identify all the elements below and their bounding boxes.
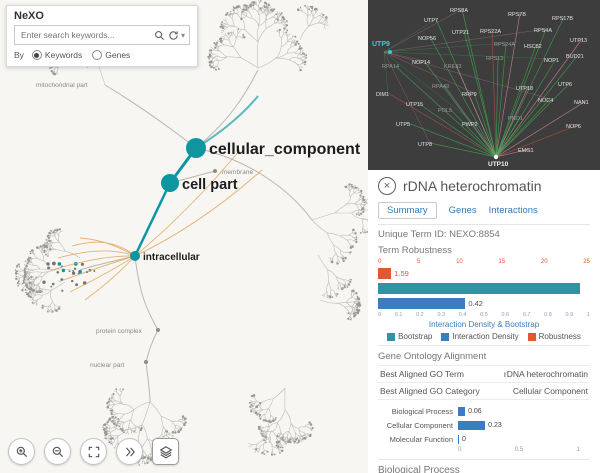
tree-node-label-cellular_component[interactable]: cellular_component bbox=[209, 141, 361, 158]
robustness-bar-robustness: 1.59 bbox=[378, 266, 590, 280]
network-node-EMG1[interactable]: EMG1 bbox=[518, 148, 534, 154]
robustness-axis-caption: Interaction Density & Bootstrap bbox=[428, 320, 540, 329]
robustness-legend: Bootstrap Interaction Density Robustness bbox=[378, 332, 590, 341]
network-node-RPS8A[interactable]: RPS8A bbox=[450, 8, 468, 14]
expand-nodes-button[interactable] bbox=[116, 438, 143, 465]
network-node-UTP8[interactable]: UTP8 bbox=[418, 142, 432, 148]
detail-header: × rDNA heterochromatin bbox=[378, 177, 590, 195]
chevron-down-icon[interactable]: ▾ bbox=[180, 30, 185, 40]
network-node-BUD21[interactable]: BUD21 bbox=[566, 54, 584, 60]
legend-bootstrap: Bootstrap bbox=[387, 332, 432, 341]
network-node-UTP21[interactable]: UTP21 bbox=[452, 30, 469, 36]
network-node-RPS13[interactable]: RPS13 bbox=[486, 56, 503, 62]
network-node-UTP7[interactable]: UTP7 bbox=[424, 18, 438, 24]
search-icon[interactable] bbox=[154, 30, 165, 41]
network-node-NAN1[interactable]: NAN1 bbox=[574, 100, 589, 106]
term-robustness-label: Term Robustness bbox=[378, 245, 452, 256]
go-alignment-label: Gene Ontology Alignment bbox=[378, 345, 590, 362]
network-node-UTP15[interactable]: UTP15 bbox=[406, 102, 423, 108]
tree-small-label: nuclear part bbox=[90, 362, 125, 369]
network-node-RPA14[interactable]: RPA14 bbox=[382, 64, 399, 70]
tree-node-cellular_component[interactable] bbox=[186, 138, 206, 158]
network-node-NOP14[interactable]: NOP14 bbox=[412, 60, 430, 66]
tree-node-label-intracellular[interactable]: intracellular bbox=[143, 252, 200, 263]
search-by-label: By bbox=[14, 50, 24, 60]
zoom-in-button[interactable] bbox=[8, 438, 35, 465]
divider bbox=[378, 224, 590, 225]
network-node-RPS7B[interactable]: RPS7B bbox=[508, 12, 526, 18]
network-node-DIM1[interactable]: DIM1 bbox=[376, 92, 389, 98]
network-node-HSC82[interactable]: HSC82 bbox=[524, 44, 542, 50]
tree-node-cell_part[interactable] bbox=[161, 174, 179, 192]
go-alignment-table: Best Aligned GO Term rDNA heterochromati… bbox=[378, 365, 590, 400]
robustness-bar-bootstrap bbox=[378, 281, 590, 295]
network-node-PNO1[interactable]: PNO1 bbox=[508, 116, 523, 122]
reset-icon[interactable] bbox=[168, 30, 179, 41]
tab-genes[interactable]: Genes bbox=[448, 205, 477, 216]
network-node-UTP5[interactable]: UTP5 bbox=[396, 122, 410, 128]
term-detail-panel: × rDNA heterochromatin Summary Genes Int… bbox=[368, 170, 600, 473]
tree-node-intracellular[interactable] bbox=[130, 251, 140, 261]
table-row: Best Aligned GO Term rDNA heterochromati… bbox=[378, 365, 590, 383]
network-node-POL5[interactable]: POL5 bbox=[438, 108, 452, 114]
robustness-bars: 1.59 0.42 bbox=[378, 266, 590, 310]
tree-small-label: membrane bbox=[222, 169, 253, 176]
network-node-RPA49[interactable]: RPA49 bbox=[432, 84, 449, 90]
network-node-RRP9[interactable]: RRP9 bbox=[462, 92, 477, 98]
search-by-row: By Keywords Genes bbox=[14, 50, 190, 60]
network-node-NOP56[interactable]: NOP56 bbox=[418, 36, 436, 42]
search-input-row: ▾ bbox=[14, 25, 190, 45]
network-node-NOP1[interactable]: NOP1 bbox=[544, 58, 559, 64]
search-by-option-keywords[interactable]: Keywords bbox=[31, 50, 82, 60]
tab-summary[interactable]: Summary bbox=[378, 202, 437, 219]
network-node-RPS24A[interactable]: RPS24A bbox=[494, 42, 515, 48]
detail-tabs: Summary Genes Interactions bbox=[378, 202, 590, 219]
legend-interaction-density: Interaction Density bbox=[441, 332, 519, 341]
search-input[interactable] bbox=[19, 29, 151, 41]
network-node-KRE33[interactable]: KRE33 bbox=[444, 64, 461, 70]
network-node-RPS4A[interactable]: RPS4A bbox=[534, 28, 552, 34]
biological-process-label: Biological Process bbox=[378, 459, 590, 473]
fit-view-button[interactable] bbox=[80, 438, 107, 465]
network-node-UTP18[interactable]: UTP18 bbox=[516, 86, 533, 92]
close-icon[interactable]: × bbox=[378, 177, 396, 195]
network-node-UTP13[interactable]: UTP13 bbox=[570, 38, 587, 44]
radio-icon[interactable] bbox=[31, 50, 42, 60]
network-node-RPS17B[interactable]: RPS17B bbox=[552, 16, 573, 22]
term-title: rDNA heterochromatin bbox=[403, 178, 542, 194]
search-panel: NeXO ▾ By Keywords Genes bbox=[6, 5, 198, 67]
tab-interactions[interactable]: Interactions bbox=[488, 205, 538, 216]
table-row: Best Aligned GO Category Cellular Compon… bbox=[378, 382, 590, 400]
network-node-RPS22A[interactable]: RPS22A bbox=[480, 29, 501, 35]
network-node-NOP6[interactable]: NOP6 bbox=[566, 124, 581, 130]
network-node-PWP2[interactable]: PWP2 bbox=[462, 122, 478, 128]
search-by-option-genes[interactable]: Genes bbox=[92, 50, 130, 60]
legend-robustness: Robustness bbox=[527, 332, 581, 341]
zoom-out-button[interactable] bbox=[44, 438, 71, 465]
layers-button[interactable] bbox=[152, 438, 179, 465]
app-title: NeXO bbox=[14, 10, 44, 22]
radio-icon[interactable] bbox=[92, 50, 103, 60]
network-node-UTP6[interactable]: UTP6 bbox=[558, 82, 572, 88]
tree-small-label: mitochondrial part bbox=[36, 82, 88, 89]
zoom-toolbar bbox=[8, 438, 179, 465]
network-node-UTP9[interactable]: UTP9 bbox=[372, 41, 390, 48]
network-node-UTP10[interactable]: UTP10 bbox=[488, 161, 509, 168]
tree-small-label: protein complex bbox=[96, 328, 143, 335]
unique-term-id: Unique Term ID: NEXO:8854 bbox=[378, 229, 500, 240]
robustness-bar-interaction-density: 0.42 bbox=[378, 296, 590, 310]
network-node-NOC4[interactable]: NOC4 bbox=[538, 98, 553, 104]
tree-node-label-cell_part[interactable]: cell part bbox=[182, 177, 238, 193]
